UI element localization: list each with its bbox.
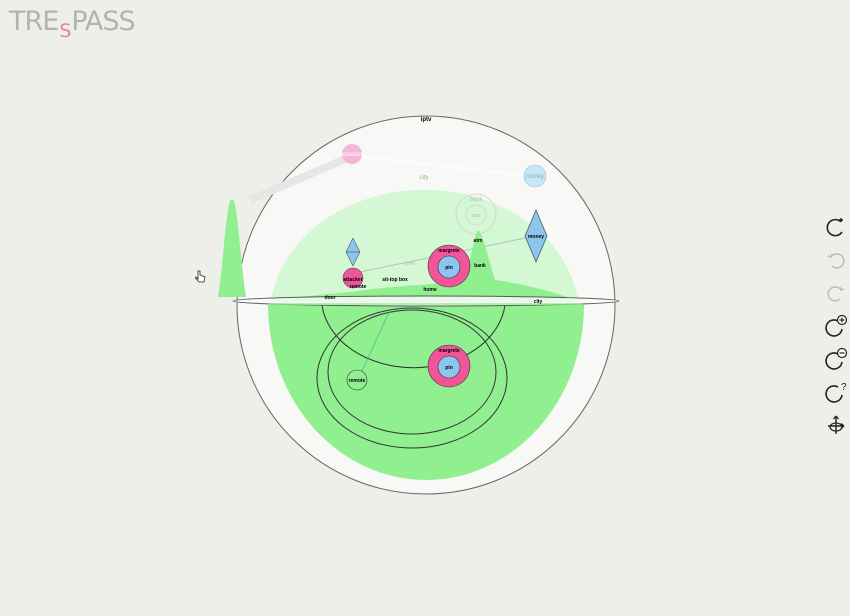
help-button[interactable]: ? <box>822 375 850 408</box>
lower-dome <box>268 305 584 480</box>
lower-ring-inner <box>327 309 497 435</box>
margrete-bottom-label: margrete <box>438 348 460 354</box>
edge-remote <box>356 309 391 383</box>
pin-bottom-node[interactable] <box>437 355 461 379</box>
sphere-title: iptv <box>421 117 432 123</box>
zoom-out-icon <box>825 347 848 370</box>
redo-button[interactable] <box>822 276 850 309</box>
upper-layer-label: city <box>420 175 429 181</box>
attacker-faded-node[interactable] <box>342 144 362 164</box>
zoom-in-icon <box>825 314 848 337</box>
door-label: door <box>324 295 335 301</box>
money-label: money <box>528 234 544 240</box>
money-faded-node[interactable] <box>523 164 547 188</box>
bank-label: bank <box>474 263 486 269</box>
rotate-add-button[interactable] <box>822 210 850 243</box>
attacker-node[interactable] <box>342 267 364 289</box>
sit-top-box-label: sit-top box <box>382 277 408 283</box>
remote-bottom-node[interactable] <box>346 369 368 391</box>
svg-text:?: ? <box>841 382 847 393</box>
zoom-in-button[interactable] <box>822 309 850 342</box>
side-peak <box>218 199 246 297</box>
lower-ring-outer <box>316 307 508 449</box>
attacker-faded-label: attacker <box>341 152 362 158</box>
terrain-peaks <box>262 230 580 302</box>
undo-icon <box>827 252 845 269</box>
redo-icon <box>827 285 845 302</box>
right-toolbar: ? <box>822 210 850 441</box>
home-label: home <box>423 287 437 293</box>
bank-faded-node[interactable] <box>455 193 497 235</box>
attacker-label: attacker <box>343 277 362 283</box>
door-faded-label: door <box>405 261 415 267</box>
pin-top-label: pin <box>445 265 453 271</box>
reset-view-button[interactable] <box>822 408 850 441</box>
atm-faded-label: atm <box>472 213 480 219</box>
edge-faded-left <box>248 152 354 204</box>
hand-cursor-icon <box>195 270 206 283</box>
pin-top-node[interactable] <box>437 255 461 279</box>
remote-bottom-label: remote <box>349 378 366 384</box>
reset-view-icon <box>828 415 845 434</box>
equator-fill <box>266 303 584 305</box>
atm-label: atm <box>474 238 483 244</box>
money-faded-label: money <box>526 174 544 180</box>
edge-faded <box>351 153 536 179</box>
remote-top-label: remote <box>350 284 367 290</box>
pin-bottom-label: pin <box>445 365 453 371</box>
lower-layer-label: city <box>534 299 543 305</box>
rotate-add-icon <box>826 217 843 236</box>
margrete-top-label: margrete <box>438 248 460 254</box>
atm-faded-node[interactable] <box>465 204 487 226</box>
zoom-out-button[interactable] <box>822 342 850 375</box>
undo-button[interactable] <box>822 243 850 276</box>
app-logo: TRESPASS <box>9 6 136 42</box>
lower-ring-arc <box>321 304 506 369</box>
money-node[interactable] <box>524 209 548 263</box>
help-icon: ? <box>825 382 847 403</box>
bank-faded-label: bank <box>469 197 483 203</box>
